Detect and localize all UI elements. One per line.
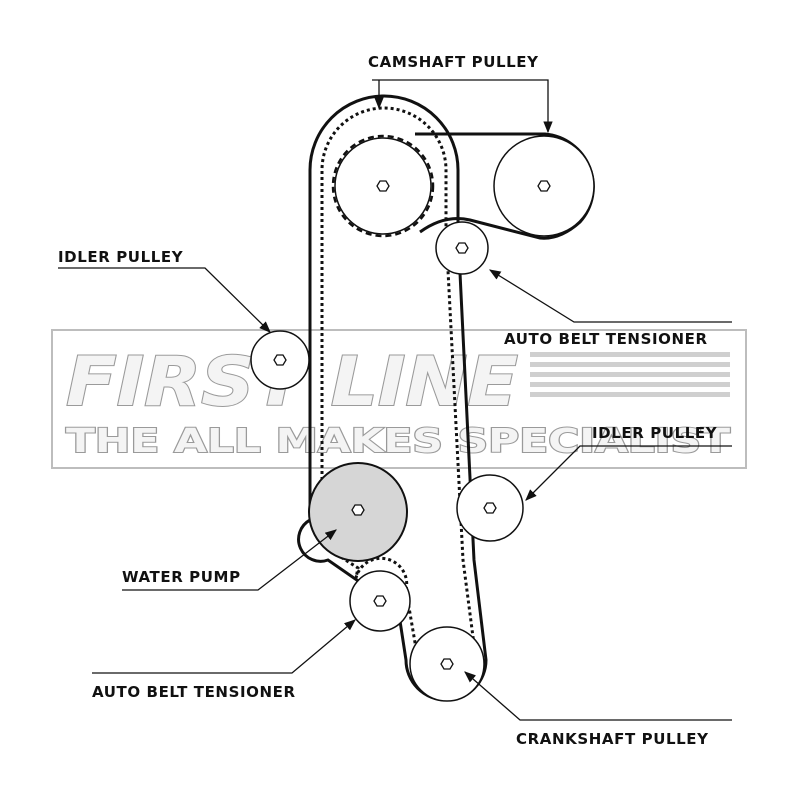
leader-idler-left [58,267,271,333]
label-idler-pulley-right: IDLER PULLEY [592,424,718,442]
hex-nut-icon [273,354,287,366]
hex-nut-icon [376,180,390,192]
leader-crankshaft [464,671,732,721]
camshaft-pulley-right [493,135,595,237]
hex-nut-icon [351,504,365,516]
hex-nut-icon [483,502,497,514]
label-auto-belt-tensioner-top: AUTO BELT TENSIONER [504,330,708,348]
hex-nut-icon [373,595,387,607]
watermark-stripes-icon [530,352,730,397]
cam-belt-dashed [331,134,435,238]
idler-pulley-left [250,330,310,390]
crankshaft-pulley [409,626,485,702]
label-crankshaft-pulley: CRANKSHAFT PULLEY [516,730,709,748]
watermark-box [51,329,747,469]
label-auto-belt-tensioner-bottom: AUTO BELT TENSIONER [92,683,296,701]
watermark-tagline: THE ALL MAKES SPECIALIST [66,421,731,460]
leader-idler-right [525,445,732,501]
auto-belt-tensioner-bottom [349,570,411,632]
hex-nut-icon [440,658,454,670]
leader-camshaft [372,79,553,134]
label-water-pump: WATER PUMP [122,568,241,586]
leader-tensioner-bottom [92,619,356,674]
leader-tensioner-top [489,269,732,323]
water-pump [308,462,408,562]
hex-nut-icon [455,242,469,254]
hex-nut-icon [537,180,551,192]
label-camshaft-pulley: CAMSHAFT PULLEY [368,53,539,71]
auto-belt-tensioner-top [435,221,489,275]
leader-water-pump [122,529,337,591]
camshaft-pulley-left [334,137,432,235]
idler-pulley-right [456,474,524,542]
watermark: FIRST LINE THE ALL MAKES SPECIALIST [51,329,747,469]
label-idler-pulley-left: IDLER PULLEY [58,248,184,266]
